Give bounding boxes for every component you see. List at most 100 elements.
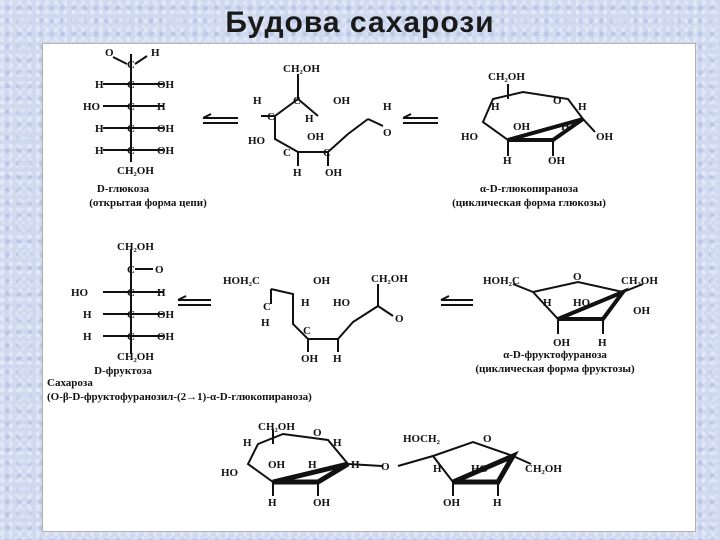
svg-text:C: C [127,123,135,135]
fructose-open-caption: D-фруктоза [94,365,152,377]
svg-text:C: C [127,145,135,157]
svg-text:H: H [83,331,92,343]
glucose-open-sub: (открытая форма цепи) [89,197,207,209]
svg-text:O: O [573,271,582,283]
svg-text:C: C [127,264,135,276]
sucrose-caption: Сахароза [47,377,93,389]
svg-text:HO: HO [83,101,101,113]
svg-text:H: H [491,101,500,113]
svg-text:H: H [293,167,302,179]
svg-text:H: H [301,297,310,309]
fructofuranose-ring [512,280,644,334]
svg-text:O: O [395,313,404,325]
svg-text:CH₂OH: CH₂OH [525,463,562,475]
equilibrium-arrow-4 [440,295,473,306]
fructose-intermediate [270,284,394,352]
svg-text:CH₂OH: CH₂OH [258,421,295,433]
svg-text:H: H [157,287,166,299]
equilibrium-arrow-1 [202,113,238,124]
glucopyranose-caption: α-D-глюкопираноза [480,183,579,195]
svg-text:HO: HO [71,287,89,299]
svg-text:H: H [503,155,512,167]
svg-text:H: H [598,337,607,349]
svg-text:OH: OH [443,497,461,509]
equilibrium-arrow-3 [177,295,211,306]
svg-text:C: C [127,79,135,91]
svg-text:O: O [553,95,562,107]
svg-text:OH: OH [307,131,325,143]
svg-text:H: H [351,459,360,471]
svg-text:OH: OH [553,337,571,349]
svg-text:H: H [83,309,92,321]
svg-text:CH₂OH: CH₂OH [117,165,154,177]
svg-text:OH: OH [333,95,351,107]
svg-text:OH: OH [313,275,331,287]
sucrose-glucose-ring [246,429,384,496]
svg-text:H: H [243,437,252,449]
svg-text:OH: OH [157,79,175,91]
svg-text:H: H [95,145,104,157]
sucrose-fructose-ring [397,440,532,496]
glucose-open-chain [103,54,163,162]
svg-text:O: O [381,461,390,473]
svg-text:O: O [155,264,164,276]
svg-text:H: H [308,459,317,471]
svg-text:C: C [267,111,275,123]
svg-text:H: H [333,437,342,449]
svg-text:C: C [127,309,135,321]
svg-text:O: O [105,47,114,59]
svg-text:O: O [383,127,392,139]
svg-text:CH₂OH: CH₂OH [117,241,154,253]
svg-text:H: H [578,101,587,113]
svg-text:H: H [253,95,262,107]
fructofuranose-sub: (циклическая форма фруктозы) [475,363,635,375]
svg-text:OH: OH [301,353,319,365]
svg-text:O: O [483,433,492,445]
svg-text:OH: OH [548,155,566,167]
fructose-open-chain [103,249,163,354]
svg-text:H: H [151,47,160,59]
svg-text:H: H [268,497,277,509]
svg-text:HO: HO [221,467,239,479]
glucose-intermediate [261,74,384,166]
svg-text:H: H [543,297,552,309]
glucose-open-caption: D-глюкоза [97,183,150,195]
svg-text:H: H [157,101,166,113]
sucrose-sub: (О-β-D-фруктофуранозил-(2→1)-α-D-глюкопи… [47,391,312,403]
svg-text:CH₂OH: CH₂OH [283,63,320,75]
svg-text:HO: HO [573,297,591,309]
svg-text:OH: OH [633,305,651,317]
svg-text:HO: HO [461,131,479,143]
svg-text:HO: HO [471,463,489,475]
svg-text:CH₂OH: CH₂OH [117,351,154,363]
svg-text:HO: HO [248,135,266,147]
svg-text:H: H [383,101,392,113]
svg-text:H: H [561,121,570,133]
svg-text:OH: OH [596,131,614,143]
svg-text:H: H [305,113,314,125]
svg-text:H: H [433,463,442,475]
svg-text:CH₂OH: CH₂OH [488,71,525,83]
svg-text:H: H [95,79,104,91]
svg-text:OH: OH [313,497,331,509]
svg-text:H: H [261,317,270,329]
svg-text:H: H [493,497,502,509]
svg-text:H: H [333,353,342,365]
svg-text:HO: HO [333,297,351,309]
fructofuranose-caption: α-D-фруктофураноза [503,349,607,361]
svg-text:OH: OH [268,459,286,471]
svg-text:OH: OH [157,123,175,135]
svg-text:OH: OH [157,309,175,321]
svg-text:OH: OH [513,121,531,133]
glucopyranose-ring [481,84,596,156]
svg-text:C: C [263,301,271,313]
svg-text:C: C [283,147,291,159]
svg-text:O: O [313,427,322,439]
svg-text:C: C [127,59,135,71]
svg-text:OH: OH [325,167,343,179]
svg-text:C: C [127,101,135,113]
svg-text:CH₂OH: CH₂OH [621,275,658,287]
